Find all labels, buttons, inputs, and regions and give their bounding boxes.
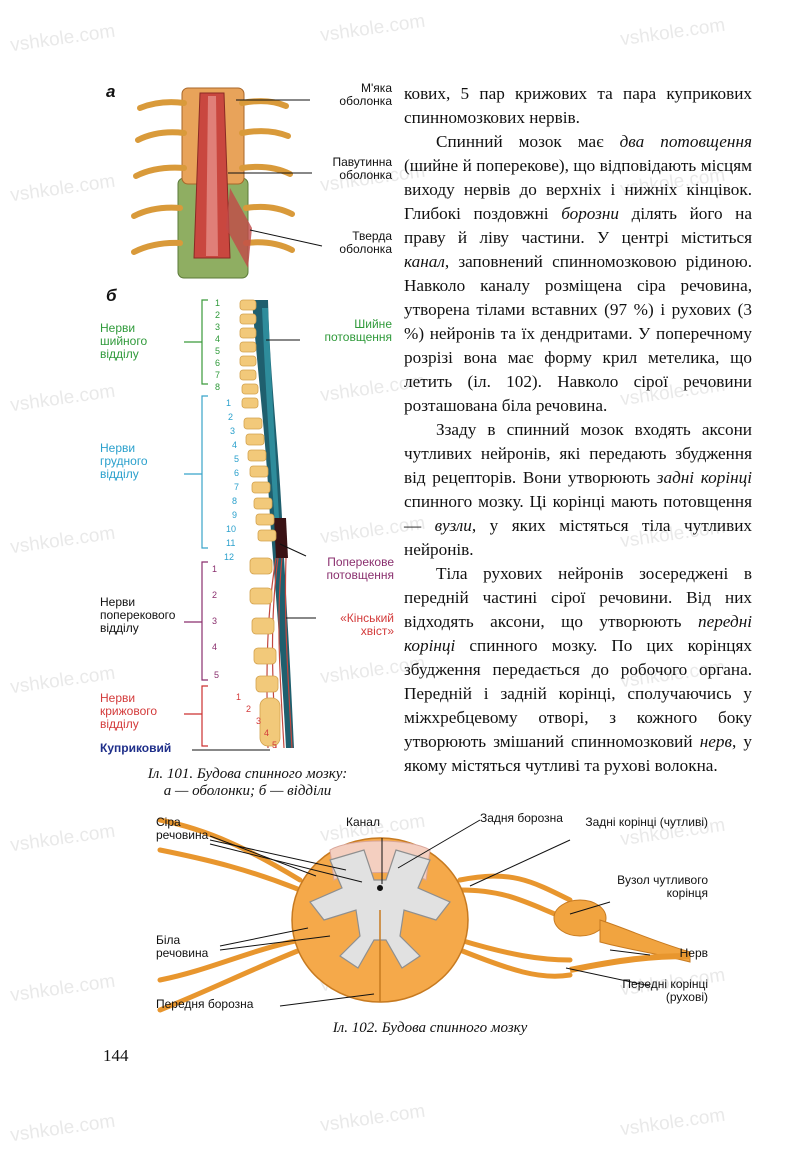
caption-line: а — оболонки; б — відділи: [163, 783, 332, 799]
label-cervical-thickening: Шийне потовщення: [324, 317, 392, 344]
text-run: , заповнений спинномозковою рідиною. Нав…: [404, 252, 752, 415]
watermark: vshkole.com: [8, 1110, 117, 1147]
body-text: кових, 5 пар крижових та пара куприкових…: [404, 82, 752, 778]
emphasis: канал: [404, 252, 445, 271]
watermark: vshkole.com: [318, 1100, 427, 1137]
page-number: 144: [103, 1046, 129, 1065]
label-cauda-equina: «Кінський хвіст»: [340, 611, 394, 638]
label-ganglion: Вузол чутливого корінця: [617, 873, 708, 900]
label-posterior-roots: Задні корінці (чутливі): [585, 815, 708, 829]
segment-number: 2: [246, 704, 252, 714]
emphasis: нерв: [699, 732, 732, 751]
cross-section-illustration: [157, 817, 691, 1013]
label-thoracic-nerves: Нерви грудного відділу: [100, 441, 148, 481]
segment-number: 8: [232, 496, 238, 506]
segment-number: 3: [230, 426, 236, 436]
segment-number: 9: [232, 510, 238, 520]
text-run: Спинний мозок має: [436, 132, 620, 151]
segment-number: 4: [264, 728, 270, 738]
segment-number: 7: [215, 370, 221, 380]
segment-number: 5: [234, 454, 240, 464]
panel-a-letter: а: [106, 82, 116, 101]
spinal-cord-illustration: [131, 87, 323, 751]
label-anterior-roots: Передні корінці (рухові): [622, 977, 708, 1004]
membranes-illustration: [131, 87, 323, 279]
paragraph: кових, 5 пар крижових та пара куприкових…: [404, 84, 752, 127]
paragraph: Тіла рухових нейронів зосереджені в пере…: [404, 562, 752, 778]
text-run: спинного мозку. По цих корінцях збудженн…: [404, 636, 752, 751]
label-grey-matter: Сіра речовина: [156, 815, 209, 842]
segment-number: 8: [215, 382, 221, 392]
watermark: vshkole.com: [8, 820, 117, 857]
watermark: vshkole.com: [618, 14, 727, 51]
label-white-matter: Біла речовина: [156, 933, 209, 960]
segment-number: 4: [215, 334, 221, 344]
emphasis: задні корінці: [656, 468, 752, 487]
text-run: Тіла рухових нейронів зосереджені в пере…: [404, 564, 752, 631]
segment-number: 12: [224, 552, 235, 562]
segment-number: 4: [232, 440, 238, 450]
segment-number: 1: [226, 398, 232, 408]
figure-102-caption: Іл. 102. Будова спинного мозку: [332, 1020, 528, 1036]
paragraph: Спинний мозок має два потовщення (шийне …: [404, 130, 752, 418]
emphasis: передні корінці: [404, 612, 752, 655]
segment-number: 10: [226, 524, 237, 534]
figure-102: Сіра речовина Канал Задня борозна Задні …: [150, 810, 710, 1015]
label-sacral-nerves: Нерви крижового відділу: [100, 691, 158, 731]
label-posterior-sulcus: Задня борозна: [480, 811, 563, 825]
segment-number: 5: [272, 740, 278, 750]
figure-101-caption: Іл. 101. Будова спинного мозку: а — обол…: [100, 766, 395, 800]
segment-number: 11: [226, 538, 236, 548]
text-run: ділять його на праву й ліву частини. У ц…: [404, 204, 753, 247]
emphasis: борозни: [561, 204, 619, 223]
paragraph: Ззаду в спинний мозок входять аксони чут…: [404, 418, 752, 562]
label-anterior-fissure: Передня борозна: [156, 997, 254, 1011]
segment-number: 1: [236, 692, 242, 702]
segment-number: 1: [215, 298, 221, 308]
segment-number: 7: [234, 482, 240, 492]
segment-number: 6: [215, 358, 221, 368]
label-cervical-nerves: Нерви шийного відділу: [100, 321, 148, 361]
watermark: vshkole.com: [8, 20, 117, 57]
segment-number: 1: [212, 564, 218, 574]
emphasis: вузли: [434, 516, 472, 535]
text-run: , у якому містяться чутливі та рухові во…: [404, 732, 752, 775]
label-dura-mater: Тверда оболонка: [339, 229, 392, 256]
text-run: спинного мозку. Ці корінці мають потовще…: [404, 492, 752, 535]
segment-number: 2: [215, 310, 221, 320]
segment-number: 4: [212, 642, 218, 652]
segment-number: 5: [214, 670, 220, 680]
segment-number: 6: [234, 468, 240, 478]
watermark: vshkole.com: [8, 970, 117, 1007]
segment-number: 3: [256, 716, 262, 726]
label-coccygeal: Куприковий: [100, 741, 172, 755]
label-canal: Канал: [346, 815, 380, 829]
label-lumbar-thickening: Поперекове потовщення: [326, 555, 394, 582]
label-pia-mater: М'яка оболонка: [339, 81, 392, 108]
text-run: Ззаду в спинний мозок входять аксони чут…: [404, 420, 752, 487]
emphasis: два потовщення: [619, 132, 752, 151]
watermark: vshkole.com: [318, 10, 427, 47]
text-run: (шийне й поперекове), що відповідають мі…: [404, 156, 752, 223]
segment-number: 5: [215, 346, 221, 356]
watermark: vshkole.com: [618, 1104, 727, 1141]
label-nerve: Нерв: [679, 946, 708, 960]
segment-number: 3: [215, 322, 221, 332]
figure-101: а б М'яка оболонка Павутинна оболонка Тв…: [100, 78, 395, 768]
segments-illustration: [184, 299, 316, 751]
segment-number: 3: [212, 616, 218, 626]
label-lumbar-nerves: Нерви поперекового відділу: [100, 595, 176, 635]
caption-line: Іл. 101. Будова спинного мозку:: [147, 766, 348, 782]
segment-number: 2: [228, 412, 234, 422]
label-arachnoid: Павутинна оболонка: [332, 155, 392, 182]
text-run: , у яких містяться тіла чутливих нейроні…: [404, 516, 752, 559]
segment-number: 2: [212, 590, 218, 600]
panel-b-letter: б: [106, 286, 117, 305]
